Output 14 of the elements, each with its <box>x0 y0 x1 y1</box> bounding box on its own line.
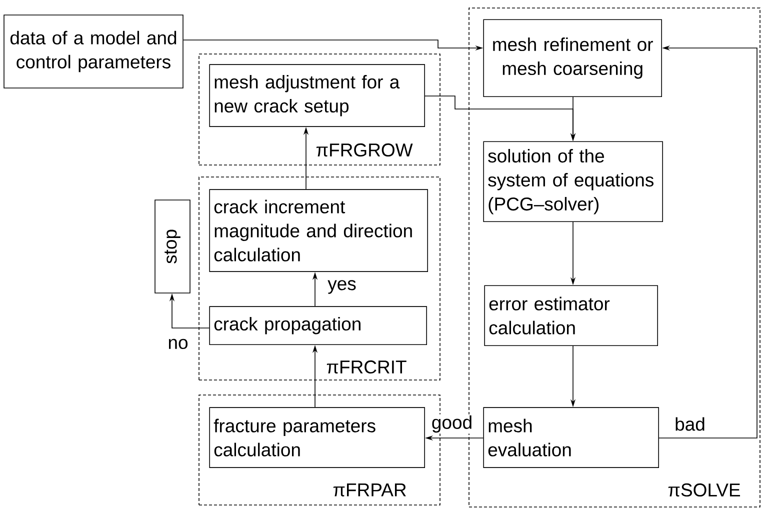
stop-box: stop <box>154 200 190 294</box>
process-box: mesh refinement or mesh coarsening <box>483 19 662 97</box>
edge-label: good <box>430 414 474 434</box>
process-box: mesh adjustment for a new crack setup <box>209 64 425 127</box>
process-box: crack increment magnitude and direction calculation <box>209 189 428 272</box>
process-box: data of a model and control parameters <box>4 14 184 88</box>
process-box: error estimator calculation <box>484 285 658 346</box>
edge-label: no <box>166 338 190 350</box>
process-box: fracture parameters calculation <box>209 407 425 468</box>
edge-label: yes <box>326 279 358 295</box>
edge-label: bad <box>674 416 706 432</box>
process-box: mesh evaluation <box>483 407 659 468</box>
process-box: crack propagation <box>209 306 427 345</box>
process-box: solution of the system of equations (PCG–solver) <box>483 141 663 222</box>
